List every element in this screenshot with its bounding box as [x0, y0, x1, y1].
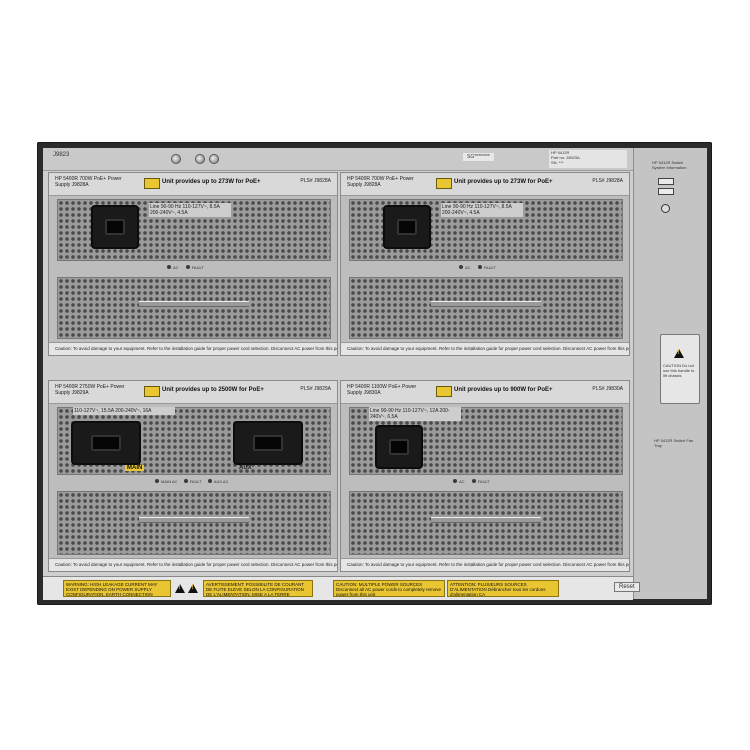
led-icon [459, 265, 463, 269]
led-label: AC [465, 265, 471, 270]
handle-caution-label: CAUTION Do not use this handle to lift c… [663, 363, 695, 378]
caution-strip: Caution: To avoid damage to your equipme… [49, 342, 337, 355]
psu-id: HP 5400R 1100W PoE+ Power Supply J9830A [347, 384, 417, 396]
reset-button[interactable]: Reset [614, 582, 640, 592]
fan-tray-latch[interactable]: CAUTION Do not use this handle to lift c… [660, 334, 700, 404]
poe-budget: Unit provides up to 900W for PoE+ [454, 387, 553, 393]
caution-strip: Caution: To avoid damage to your equipme… [49, 558, 337, 571]
top-label-strip: J9823 SG******** HP 5412R Part no: J9823… [43, 148, 633, 171]
warning-triangle-icon [175, 584, 185, 593]
power-rating: Line 90-90 Hz 110-127V~, 12A 200-240V~, … [369, 407, 461, 421]
screw-icon [171, 154, 181, 164]
warning-label-icon [144, 178, 160, 189]
psu-header: HP 5400R 700W PoE+ Power Supply J9828A U… [49, 173, 337, 196]
poe-budget: Unit provides up to 2500W for PoE+ [162, 387, 264, 393]
led-icon [477, 265, 482, 269]
power-supply-2[interactable]: HP 5400R 700W PoE+ Power Supply J9828A U… [340, 172, 630, 356]
system-info-label: HP 5412R Switch System Information [652, 160, 687, 170]
usb-port-icon[interactable] [658, 188, 674, 195]
power-supply-3[interactable]: HP 5400R 2750W PoE+ Power Supply J9829A … [48, 380, 338, 572]
led-label: MAIN AC [161, 479, 178, 484]
power-rating: Line 90-90 Hz 110-127V~, 8.5A 200-240V~,… [441, 203, 523, 217]
bottom-warning-strip: WARNING: HIGH LEAKAGE CURRENT MAY EXIST … [43, 576, 633, 600]
power-inlet[interactable] [375, 425, 423, 469]
led-label: FAULT [189, 479, 202, 484]
chassis-rear-panel: J9823 SG******** HP 5412R Part no: J9823… [43, 148, 707, 600]
switch-chassis: J9823 SG******** HP 5412R Part no: J9823… [37, 142, 712, 605]
psu-id: HP 5400R 2750W PoE+ Power Supply J9829A [55, 384, 125, 396]
power-supply-4[interactable]: HP 5400R 1100W PoE+ Power Supply J9830A … [340, 380, 630, 572]
psu-part-number: PLS# J9829A [300, 386, 331, 392]
product-label-line: SN: *** [551, 160, 564, 165]
psu-header: HP 5400R 700W PoE+ Power Supply J9828A U… [341, 173, 629, 196]
psu-part-number: PLS# J9830A [592, 386, 623, 392]
vent-grille [57, 491, 331, 555]
power-supply-1[interactable]: HP 5400R 700W PoE+ Power Supply J9828A U… [48, 172, 338, 356]
led-label: AUX AC [213, 479, 229, 484]
psu-part-number: PLS# J9828A [300, 178, 331, 184]
usb-port-icon[interactable] [658, 178, 674, 185]
poe-budget: Unit provides up to 273W for PoE+ [162, 179, 261, 185]
led-label: FAULT [191, 265, 204, 270]
led-label: FAULT [483, 265, 496, 270]
psu-id: HP 5400R 700W PoE+ Power Supply J9828A [55, 176, 122, 188]
led-icon [183, 479, 188, 483]
psu-id: HP 5400R 700W PoE+ Power Supply J9828A [347, 176, 414, 188]
multiple-power-caution-fr: ATTENTION: PLUSIEURS SOURCES D'ALIMENTAT… [447, 580, 559, 597]
product-label: HP 5412R Part no: J9823A SN: *** [549, 150, 627, 168]
led-icon [155, 479, 159, 483]
psu-handle[interactable] [431, 301, 541, 307]
psu-handle[interactable] [139, 517, 249, 523]
led-icon [185, 265, 190, 269]
power-rating: Line 90-90 Hz 110-127V~, 8.5A 200-240V~,… [149, 203, 231, 217]
aux-power-inlet[interactable] [233, 421, 303, 465]
product-label-line: Part no: J9823A [551, 155, 580, 160]
fan-tray-label: HP 5412R Switch Fan Tray [654, 438, 694, 448]
psu-header: HP 5400R 1100W PoE+ Power Supply J9830A … [341, 381, 629, 404]
vent-grille [349, 491, 623, 555]
locator-button[interactable] [661, 204, 670, 213]
poe-budget: Unit provides up to 273W for PoE+ [454, 179, 553, 185]
led-label: AC [173, 265, 179, 270]
status-leds: AC FAULT [459, 265, 496, 270]
aux-inlet-label: AUX [239, 465, 252, 471]
leakage-warning-en: WARNING: HIGH LEAKAGE CURRENT MAY EXIST … [63, 580, 171, 597]
warning-triangle-icon [188, 584, 198, 593]
led-icon [167, 265, 171, 269]
warning-label-icon [144, 386, 160, 397]
power-inlet[interactable] [91, 205, 139, 249]
vent-grille [57, 277, 331, 339]
led-label: FAULT [477, 479, 490, 484]
psu-handle[interactable] [139, 301, 249, 307]
status-leds: AC FAULT [453, 479, 490, 484]
main-inlet-label: MAIN [125, 465, 145, 471]
warning-triangle-icon [674, 349, 684, 358]
psu-part-number: PLS# J9828A [592, 178, 623, 184]
serial-label: SG******** [463, 153, 494, 161]
screw-icon [195, 154, 205, 164]
caution-strip: Caution: To avoid damage to your equipme… [341, 558, 629, 571]
leakage-warning-fr: AVERTISSEMENT: POSSIBILITE DE COURANT DE… [203, 580, 313, 597]
led-icon [453, 479, 457, 483]
caution-strip: Caution: To avoid damage to your equipme… [341, 342, 629, 355]
psu-header: HP 5400R 2750W PoE+ Power Supply J9829A … [49, 381, 337, 404]
power-rating: 110-127V~, 15.5A 200-240V~, 16A [73, 407, 175, 415]
vent-grille [349, 277, 623, 339]
led-icon [471, 479, 476, 483]
screw-icon [209, 154, 219, 164]
status-leds: AC FAULT [167, 265, 204, 270]
led-icon [207, 479, 212, 483]
power-inlet[interactable] [383, 205, 431, 249]
warning-label-icon [436, 386, 452, 397]
led-label: AC [459, 479, 465, 484]
psu-handle[interactable] [431, 517, 541, 523]
model-label: J9823 [53, 152, 70, 158]
product-label-line: HP 5412R [551, 150, 570, 155]
status-leds: MAIN AC FAULT AUX AC [155, 479, 228, 484]
multiple-power-caution-en: CAUTION: MULTIPLE POWER SOURCES Disconne… [333, 580, 445, 597]
warning-label-icon [436, 178, 452, 189]
main-power-inlet[interactable] [71, 421, 141, 465]
management-side-panel: HP 5412R Switch System Information CAUTI… [614, 148, 707, 599]
